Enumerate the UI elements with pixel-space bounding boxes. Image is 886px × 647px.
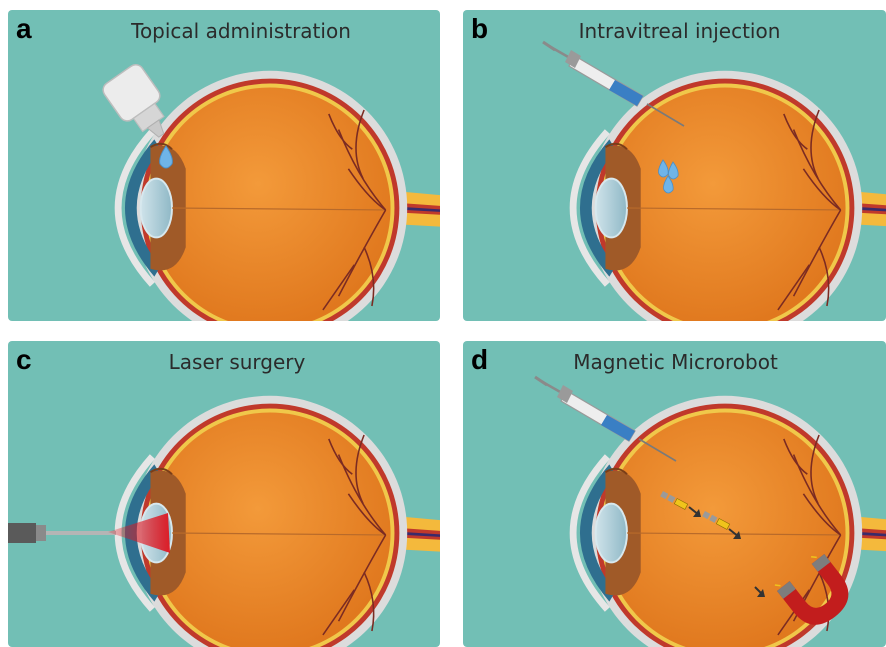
panel-laser-surgery: c Laser surgery bbox=[8, 341, 440, 647]
eye-illustration bbox=[573, 71, 886, 321]
microrobot-illustration bbox=[463, 341, 886, 647]
panel-magnetic-microrobot: d Magnetic Microrobot bbox=[463, 341, 886, 647]
laser-probe-icon bbox=[8, 523, 116, 543]
topical-illustration bbox=[8, 10, 440, 321]
injection-illustration bbox=[463, 10, 886, 321]
eye-illustration bbox=[118, 71, 440, 321]
laser-illustration bbox=[8, 341, 440, 647]
panel-intravitreal-injection: b Intravitreal injection bbox=[463, 10, 886, 321]
panel-topical-administration: a Topical administration bbox=[8, 10, 440, 321]
syringe-icon bbox=[543, 42, 684, 126]
